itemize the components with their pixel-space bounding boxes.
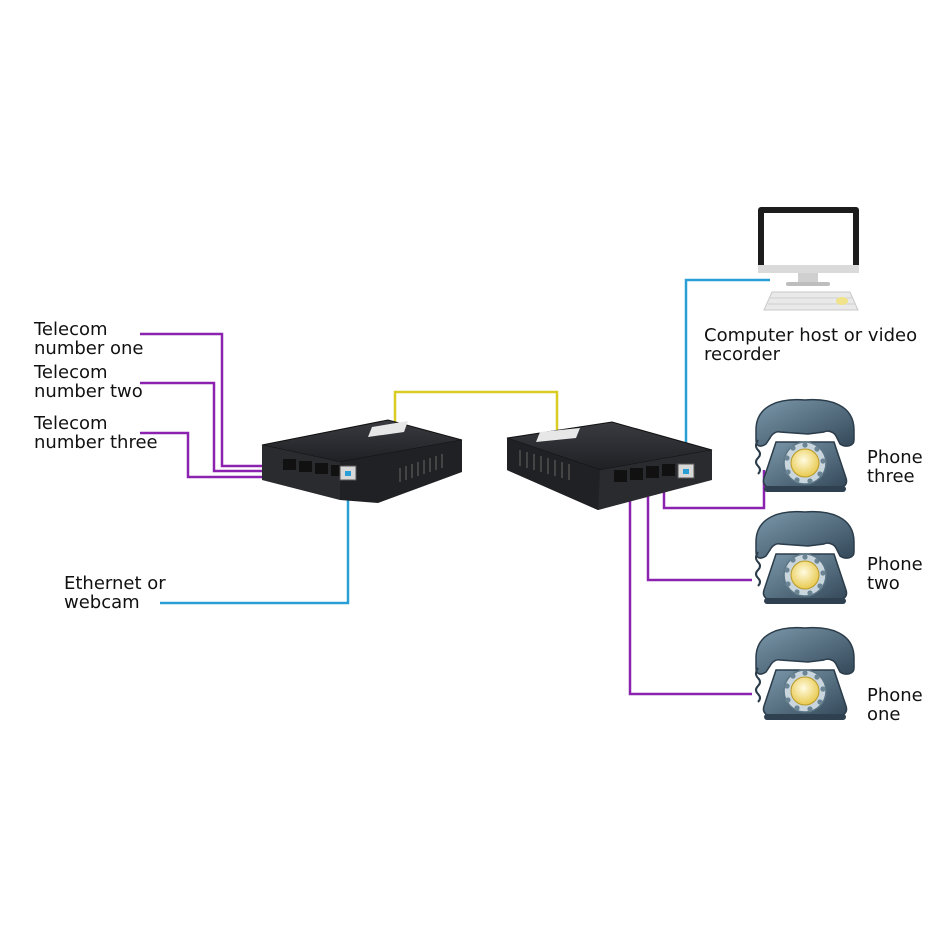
- fiber-cable: [393, 390, 559, 430]
- telecom-two-line: [140, 381, 288, 473]
- phone-one-icon: [755, 626, 855, 721]
- left-fiber-converter: [261, 419, 463, 503]
- right-fiber-converter: [506, 421, 713, 510]
- computer-line: [684, 278, 770, 470]
- ethernet-line: [160, 476, 350, 605]
- telecom-three-line: [140, 431, 288, 479]
- phone-two-icon: [755, 510, 855, 605]
- computer-monitor: [758, 207, 859, 311]
- phone-one-line: [628, 478, 752, 696]
- phone-two-line: [646, 478, 752, 582]
- phone-three-icon: [755, 398, 855, 493]
- telecom-one-line: [140, 332, 288, 468]
